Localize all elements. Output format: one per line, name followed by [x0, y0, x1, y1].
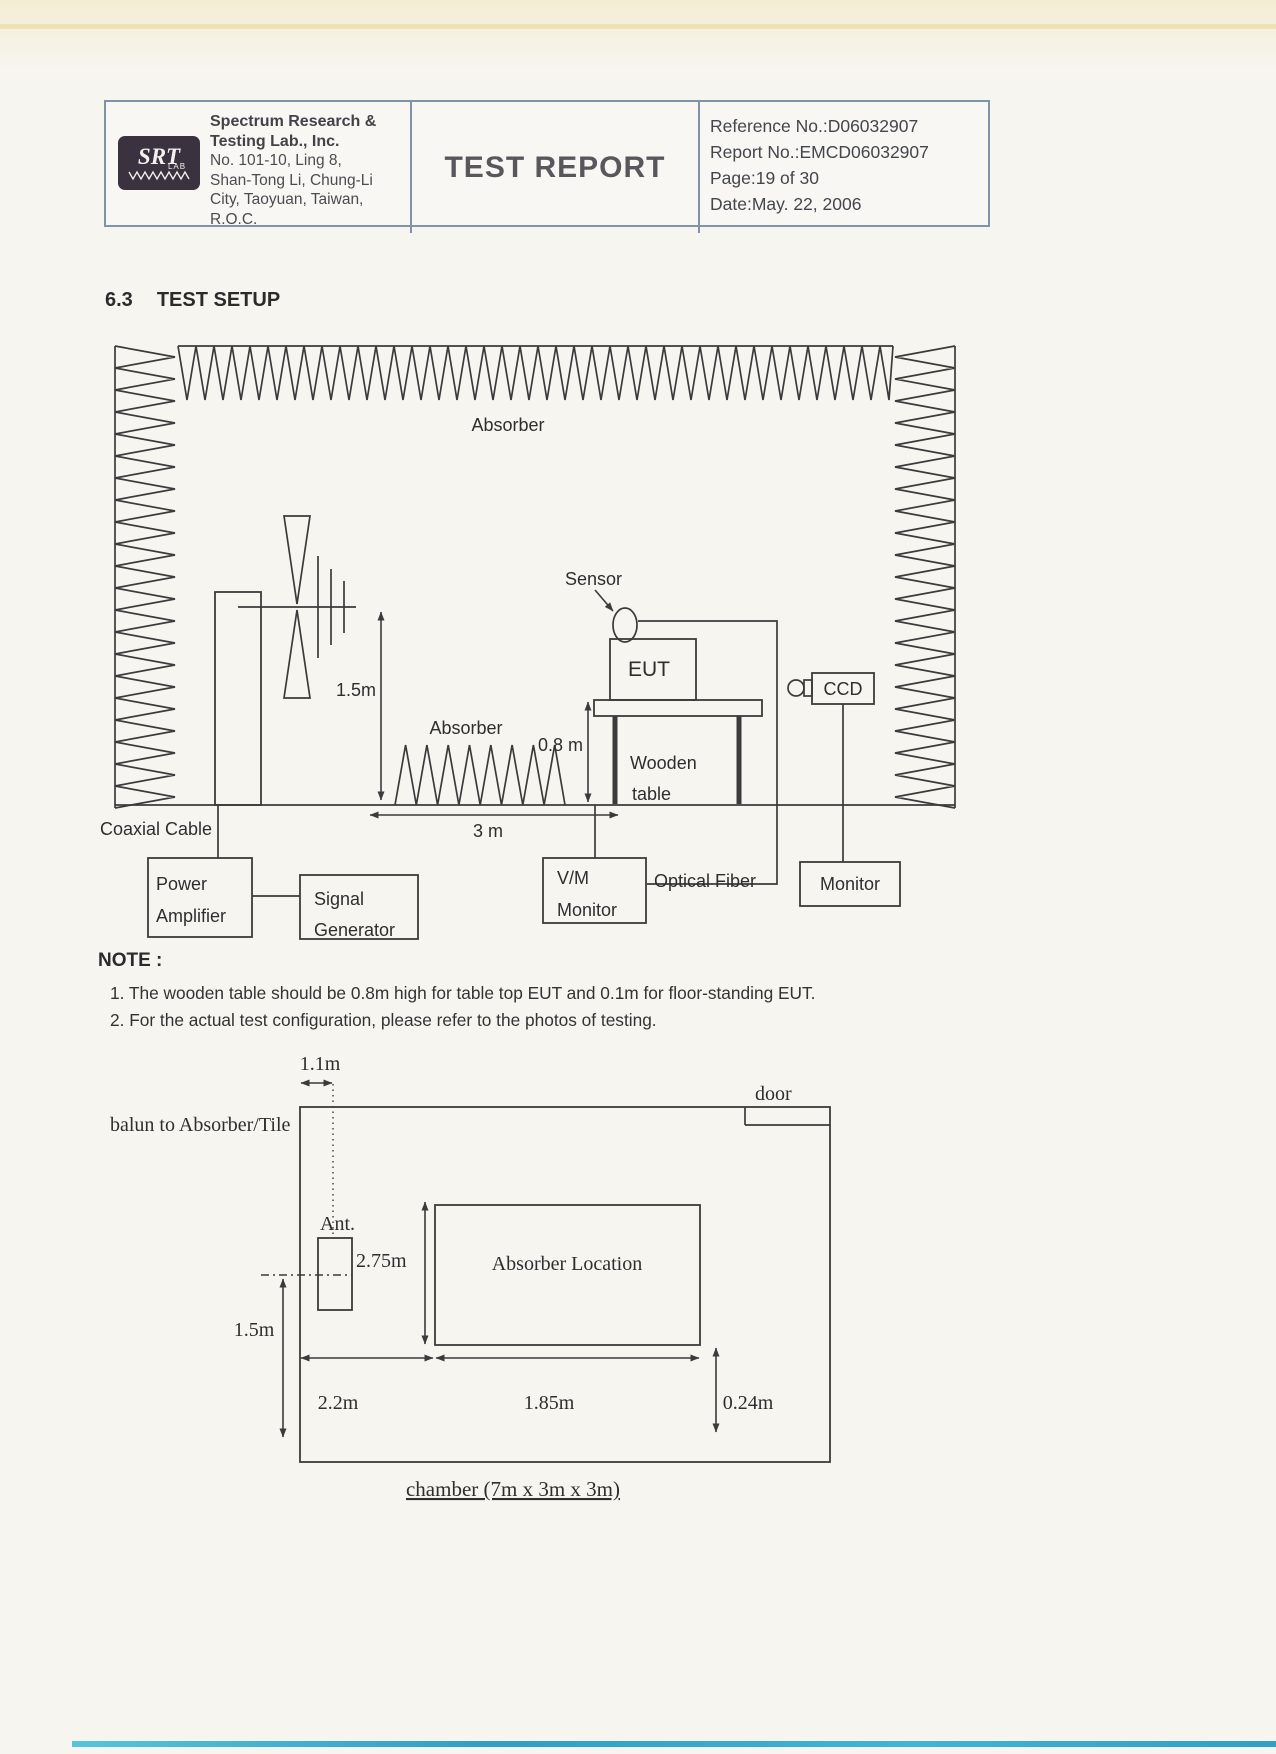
absorber-location-box — [434, 1204, 701, 1346]
report-number: Report No.:EMCD06032907 — [710, 142, 929, 162]
company-address-line: R.O.C. — [210, 210, 258, 228]
note-heading: NOTE : — [98, 950, 163, 971]
antenna-height-dimension-label: 1.5m — [336, 680, 376, 700]
logo-zigzag-icon — [128, 170, 190, 180]
absorber-width-dimension-label: 1.85m — [524, 1392, 575, 1414]
signal-generator-box — [299, 874, 419, 940]
company-address-line: City, Taoyuan, Taiwan, — [210, 191, 364, 208]
chamber-floorplan-diagram: door 1.1m balun to Absorber/Tile Ant. 2.… — [110, 1053, 831, 1501]
company-name-line: Testing Lab., Inc. — [210, 132, 340, 150]
vm-monitor-label-line2: Monitor — [557, 900, 617, 920]
logo-subtext: LAB — [167, 161, 187, 171]
company-address: Spectrum Research & Testing Lab., Inc. N… — [210, 110, 376, 229]
signal-generator-label-line2: Generator — [314, 920, 395, 940]
note-item: 1. The wooden table should be 0.8m high … — [110, 983, 816, 1003]
section-title: TEST SETUP — [156, 289, 281, 311]
sensor-pointer-arrow — [594, 589, 614, 612]
ceiling-absorber-label: Absorber — [471, 415, 544, 435]
ccd-camera: CCD — [787, 672, 875, 705]
ccd-lens-mount — [803, 679, 813, 697]
table-top — [593, 699, 763, 717]
floor-absorber-label: Absorber — [429, 718, 502, 738]
coaxial-cable-label: Coaxial Cable — [100, 819, 212, 839]
header-meta-cell: Reference No.:D06032907 Report No.:EMCD0… — [698, 102, 992, 233]
report-date: Date:May. 22, 2006 — [710, 194, 862, 214]
power-amplifier-box — [147, 857, 253, 938]
chamber-wall-outline — [299, 1106, 831, 1463]
antenna-label: Ant. — [320, 1213, 355, 1235]
section-heading: 6.3 TEST SETUP — [105, 289, 280, 312]
right-wall-absorber-zigzag — [894, 345, 956, 809]
table-height-dimension-label: 0.8 m — [538, 735, 583, 755]
antenna-box — [317, 1237, 353, 1311]
monitor-box — [799, 861, 901, 907]
sensor-label: Sensor — [565, 569, 622, 589]
eut-label: EUT — [628, 658, 670, 681]
antenna-offset-dimension-label: 1.1m — [300, 1053, 341, 1075]
wooden-table-label-line2: table — [632, 784, 671, 804]
optical-fiber-label: Optical Fiber — [654, 871, 756, 891]
logo-text: SRT — [137, 143, 181, 169]
header-company-cell: SRT LAB Spectrum Research & Testing Lab.… — [106, 102, 410, 233]
absorber-height-dimension-label: 2.75m — [356, 1250, 407, 1272]
vm-monitor-box — [542, 857, 647, 924]
balun-label: balun to Absorber/Tile — [110, 1114, 290, 1136]
optical-fiber-line — [638, 620, 778, 885]
srt-lab-logo: SRT LAB — [118, 136, 200, 190]
scan-bottom-line-artifact — [72, 1741, 1276, 1747]
power-amplifier-label-line1: Power — [156, 874, 207, 894]
header-title-cell: TEST REPORT — [410, 102, 698, 233]
chamber-caption: chamber (7m x 3m x 3m) — [406, 1477, 620, 1501]
ccd-lens-icon — [787, 679, 805, 697]
company-address-line: No. 101-10, Ling 8, — [210, 152, 342, 169]
section-number: 6.3 — [105, 289, 133, 311]
monitor-label: Monitor — [820, 874, 880, 894]
wooden-table-label-line1: Wooden — [630, 753, 697, 773]
company-name-line: Spectrum Research & — [210, 113, 377, 130]
antenna-assembly — [214, 515, 356, 806]
absorber-location-label: Absorber Location — [492, 1253, 643, 1275]
distance-dimension-label: 3 m — [473, 821, 503, 841]
rear-gap-dimension-label: 0.24m — [723, 1392, 774, 1414]
scan-line-artifact — [0, 24, 1276, 29]
antenna-mast — [214, 591, 262, 806]
sensor-ellipse — [612, 607, 638, 643]
ccd-label: CCD — [824, 679, 863, 699]
header-table: SRT LAB Spectrum Research & Testing Lab.… — [104, 100, 990, 233]
left-wall-absorber-zigzag — [114, 345, 176, 809]
note-list: 1. The wooden table should be 0.8m high … — [110, 980, 1190, 1034]
door-shape — [744, 1107, 830, 1126]
antenna-bowtie-bottom — [283, 609, 311, 699]
company-address-line: Shan-Tong Li, Chung-Li — [210, 171, 373, 189]
scan-tint-artifact — [0, 0, 1276, 70]
power-amplifier-label-line2: Amplifier — [156, 906, 226, 926]
signal-generator-label-line1: Signal — [314, 889, 364, 909]
vm-monitor-label-line1: V/M — [557, 868, 589, 888]
front-gap-dimension-label: 2.2m — [318, 1392, 359, 1414]
wall-distance-dimension-label: 1.5m — [234, 1319, 275, 1341]
page-number: Page:19 of 30 — [710, 168, 819, 188]
antenna-bowtie-top — [283, 515, 311, 605]
test-setup-diagram: Absorber 1.5m Absorber Sensor EUT 0.8 m — [100, 345, 956, 940]
floor-absorber-zigzag — [394, 744, 566, 806]
door-label: door — [755, 1083, 792, 1105]
ceiling-absorber-zigzag — [177, 345, 894, 401]
reference-number: Reference No.:D06032907 — [710, 116, 919, 136]
report-title: TEST REPORT — [444, 150, 666, 184]
note-item: 2. For the actual test configuration, pl… — [110, 1010, 657, 1030]
